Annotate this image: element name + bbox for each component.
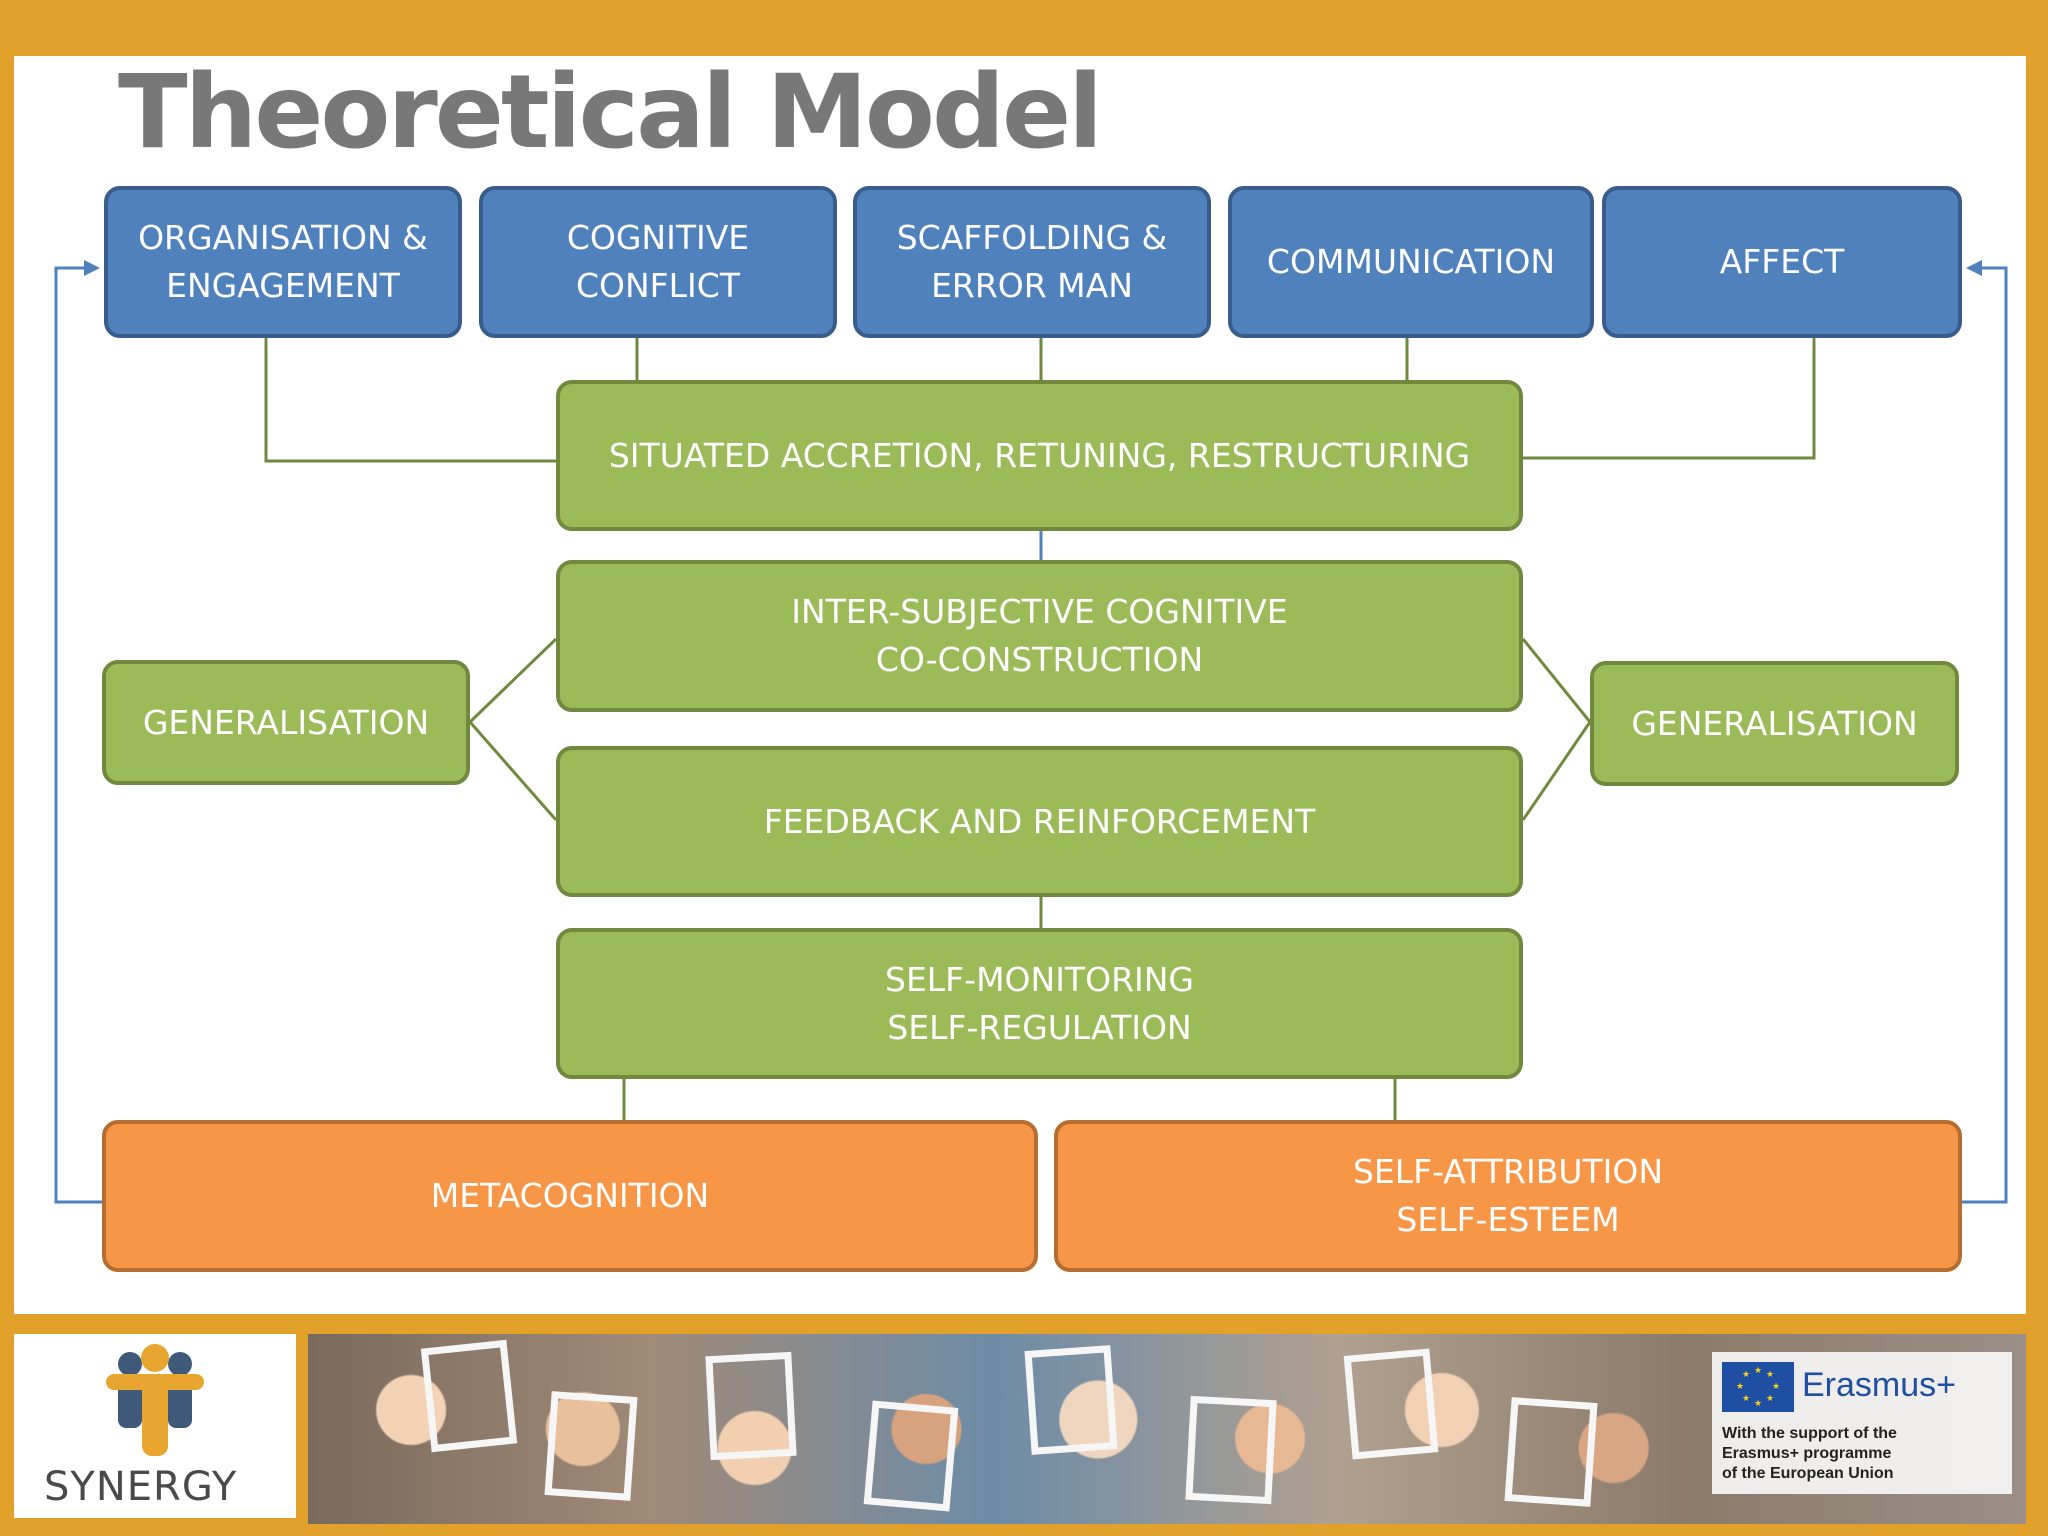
synergy-logo-text: SYNERGY <box>44 1464 238 1510</box>
box-affect: AFFECT <box>1602 186 1962 338</box>
synergy-logo-panel: SYNERGY <box>14 1334 296 1518</box>
photo-frame <box>863 1400 959 1512</box>
erasmus-logo-text: Erasmus+ <box>1802 1366 1956 1404</box>
box-self-monitoring-regulation: SELF-MONITORING SELF-REGULATION <box>556 928 1523 1079</box>
photo-frame <box>1343 1348 1439 1460</box>
erasmus-logo-panel: ★ ★ ★ ★ ★ ★ ★ ★ Erasmus+ With the suppor… <box>1712 1352 2012 1494</box>
eu-flag-icon: ★ ★ ★ ★ ★ ★ ★ ★ <box>1722 1362 1794 1412</box>
photo-frame <box>544 1391 638 1501</box>
box-cognitive-conflict: COGNITIVE CONFLICT <box>479 186 837 338</box>
box-situated-accretion: SITUATED ACCRETION, RETUNING, RESTRUCTUR… <box>556 380 1523 531</box>
box-communication: COMMUNICATION <box>1228 186 1594 338</box>
photo-frame <box>1185 1395 1277 1505</box>
photo-frame <box>420 1339 518 1453</box>
photo-frame <box>705 1351 797 1461</box>
feedback-loop-left <box>54 266 104 1204</box>
connector-affect <box>1523 338 1816 460</box>
connector-gen-left-lower <box>468 721 558 821</box>
photo-frame <box>1504 1397 1598 1507</box>
box-intersubjective-coconstruction: INTER-SUBJECTIVE COGNITIVE CO-CONSTRUCTI… <box>556 560 1523 712</box>
erasmus-support-text: With the support of the Erasmus+ program… <box>1722 1425 1897 1482</box>
synergy-people-icon <box>106 1344 204 1456</box>
feedback-loop-right <box>1960 266 2008 1204</box>
slide-title: Theoretical Model <box>118 53 1103 172</box>
connector-gen-right-upper <box>1521 638 1592 723</box>
box-generalisation-right: GENERALISATION <box>1590 661 1959 786</box>
box-metacognition: METACOGNITION <box>102 1120 1038 1272</box>
box-feedback-reinforcement: FEEDBACK AND REINFORCEMENT <box>556 746 1523 897</box>
connector-gen-right-lower <box>1521 721 1592 821</box>
connector-gen-left-upper <box>468 637 558 724</box>
box-self-attribution-esteem: SELF-ATTRIBUTION SELF-ESTEEM <box>1054 1120 1962 1272</box>
arrowhead-right-icon <box>1966 260 1982 276</box>
connector-organisation <box>264 338 556 463</box>
box-scaffolding-error: SCAFFOLDING & ERROR MAN <box>853 186 1211 338</box>
box-generalisation-left: GENERALISATION <box>102 660 470 785</box>
box-organisation-engagement: ORGANISATION & ENGAGEMENT <box>104 186 462 338</box>
photo-frame <box>1024 1345 1118 1455</box>
arrowhead-left-icon <box>84 260 100 276</box>
